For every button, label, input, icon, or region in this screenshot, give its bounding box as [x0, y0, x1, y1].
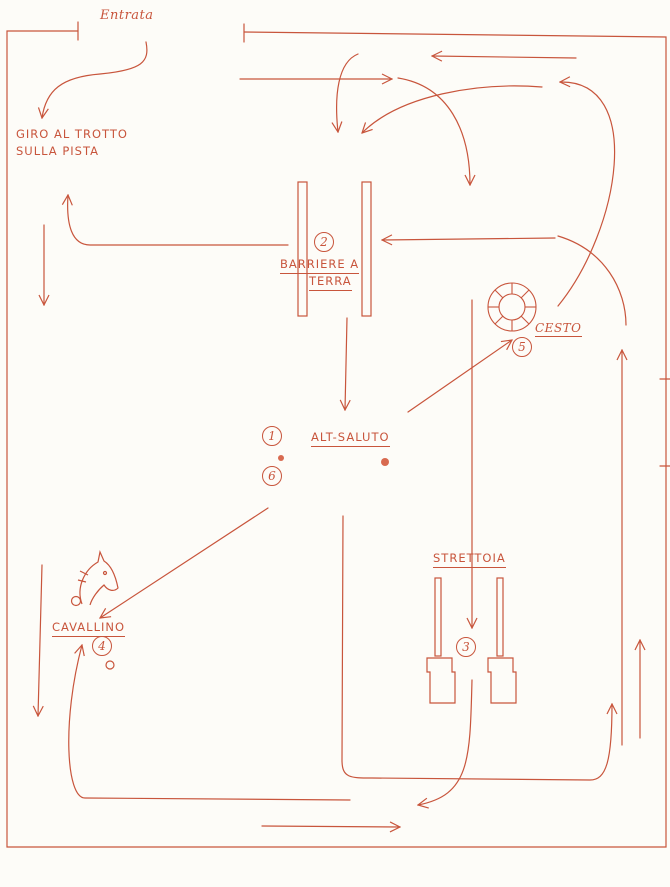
right-arc-down — [557, 235, 627, 326]
poles-label-line1: BARRIERE A — [280, 258, 360, 274]
halt-marker-left — [278, 455, 284, 461]
arrow-halt-to-basket — [407, 340, 512, 413]
basket-icon — [487, 282, 537, 332]
bottom-return-curve — [68, 645, 351, 801]
entry-arrow — [42, 41, 148, 118]
top-arrow-left — [432, 56, 577, 58]
narrow-label: STRETTOIA — [433, 552, 506, 568]
station-number-2: 2 — [314, 232, 334, 252]
arrow-to-trot-track — [68, 195, 289, 246]
arc-arrow-down-right — [397, 77, 470, 185]
arc-arrow-up-left — [362, 85, 543, 133]
bottom-loop — [341, 515, 612, 781]
basket-label: CESTO — [535, 321, 582, 337]
bottom-arrow-right — [261, 826, 400, 827]
basket-to-top-arc — [557, 82, 616, 307]
halt-label: ALT-SALUTO — [311, 431, 390, 447]
station-number-5: 5 — [512, 337, 532, 357]
narrow-bucket-left — [426, 657, 456, 704]
arrow-narrow-to-bottom — [418, 679, 473, 805]
station-number-3: 3 — [456, 637, 476, 657]
narrow-bucket-right — [487, 657, 517, 704]
left-track-down — [38, 564, 42, 716]
narrow-post-right — [496, 577, 504, 657]
arc-arrow-down-left — [337, 53, 359, 132]
halt-marker-right — [381, 458, 389, 466]
horse-head-icon — [70, 550, 119, 670]
poles-label-line2: TERRA — [309, 275, 352, 291]
hobby-horse-label: CAVALLINO — [52, 621, 126, 637]
ground-pole-left — [297, 181, 308, 317]
ground-pole-right — [361, 181, 372, 317]
narrow-post-left — [434, 577, 442, 657]
trot-label-line2: SULLA PISTA — [16, 144, 99, 158]
station-number-6: 6 — [262, 466, 282, 486]
arrow-poles-to-halt — [345, 317, 347, 410]
arrow-into-poles — [382, 238, 556, 240]
trot-label-line1: GIRO AL TROTTO — [16, 127, 128, 141]
station-number-4: 4 — [92, 636, 112, 656]
station-number-1: 1 — [262, 426, 282, 446]
arrow-halt-to-hobby-horse — [100, 507, 269, 618]
entrance-label: Entrata — [100, 8, 154, 23]
arena-boundary — [6, 30, 667, 848]
